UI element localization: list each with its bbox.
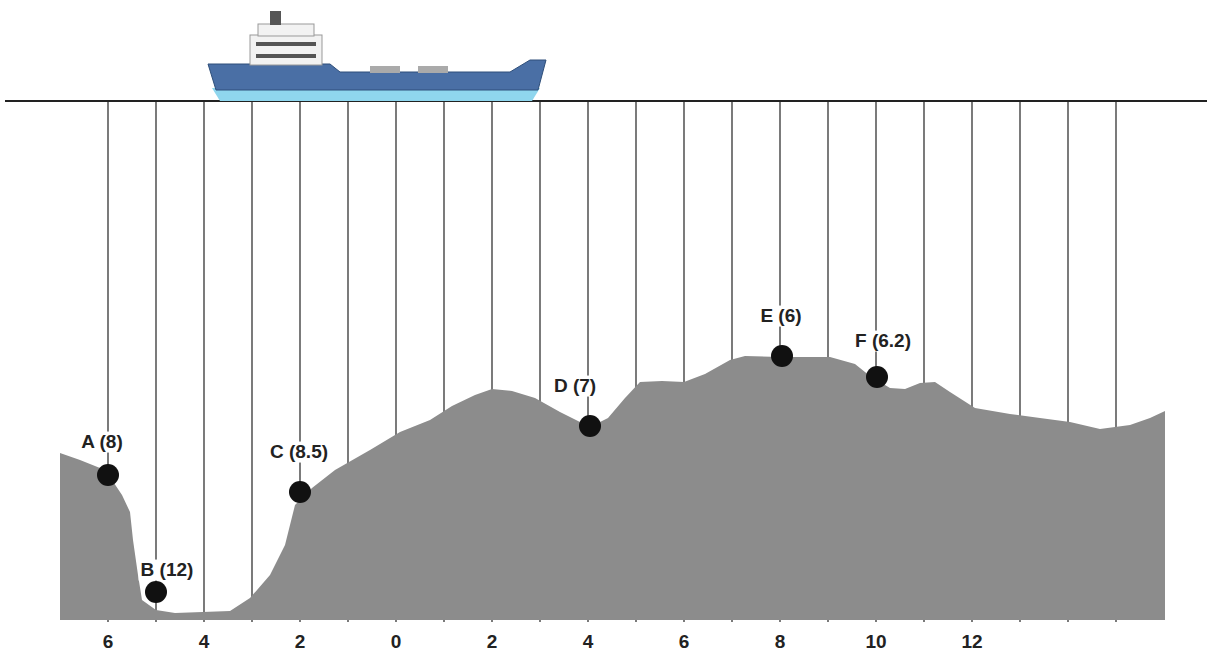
axis-number: 8 [775,632,786,653]
axis-number: 6 [679,632,690,653]
sonar-line [155,101,156,622]
sonar-line [203,101,204,622]
sonar-line [251,101,252,622]
axis-number: 10 [865,632,886,653]
axis-number: 12 [961,632,982,653]
axis-number: 2 [487,632,498,653]
axis-number: 4 [199,632,210,653]
point-label: A (8) [79,432,125,453]
point-label: B (12) [139,560,196,581]
point-label: D (7) [552,376,598,397]
axis-number: 2 [295,632,306,653]
axis-number: 6 [103,632,114,653]
point-label: F (6.2) [853,331,913,352]
water-surface [5,100,1207,102]
depth-points [97,345,888,603]
axis-number: 4 [583,632,594,653]
ship [208,11,546,101]
seabed [60,356,1165,620]
point-label: C (8.5) [268,442,330,463]
point-label: E (6) [758,306,803,327]
axis-number: 0 [391,632,402,653]
